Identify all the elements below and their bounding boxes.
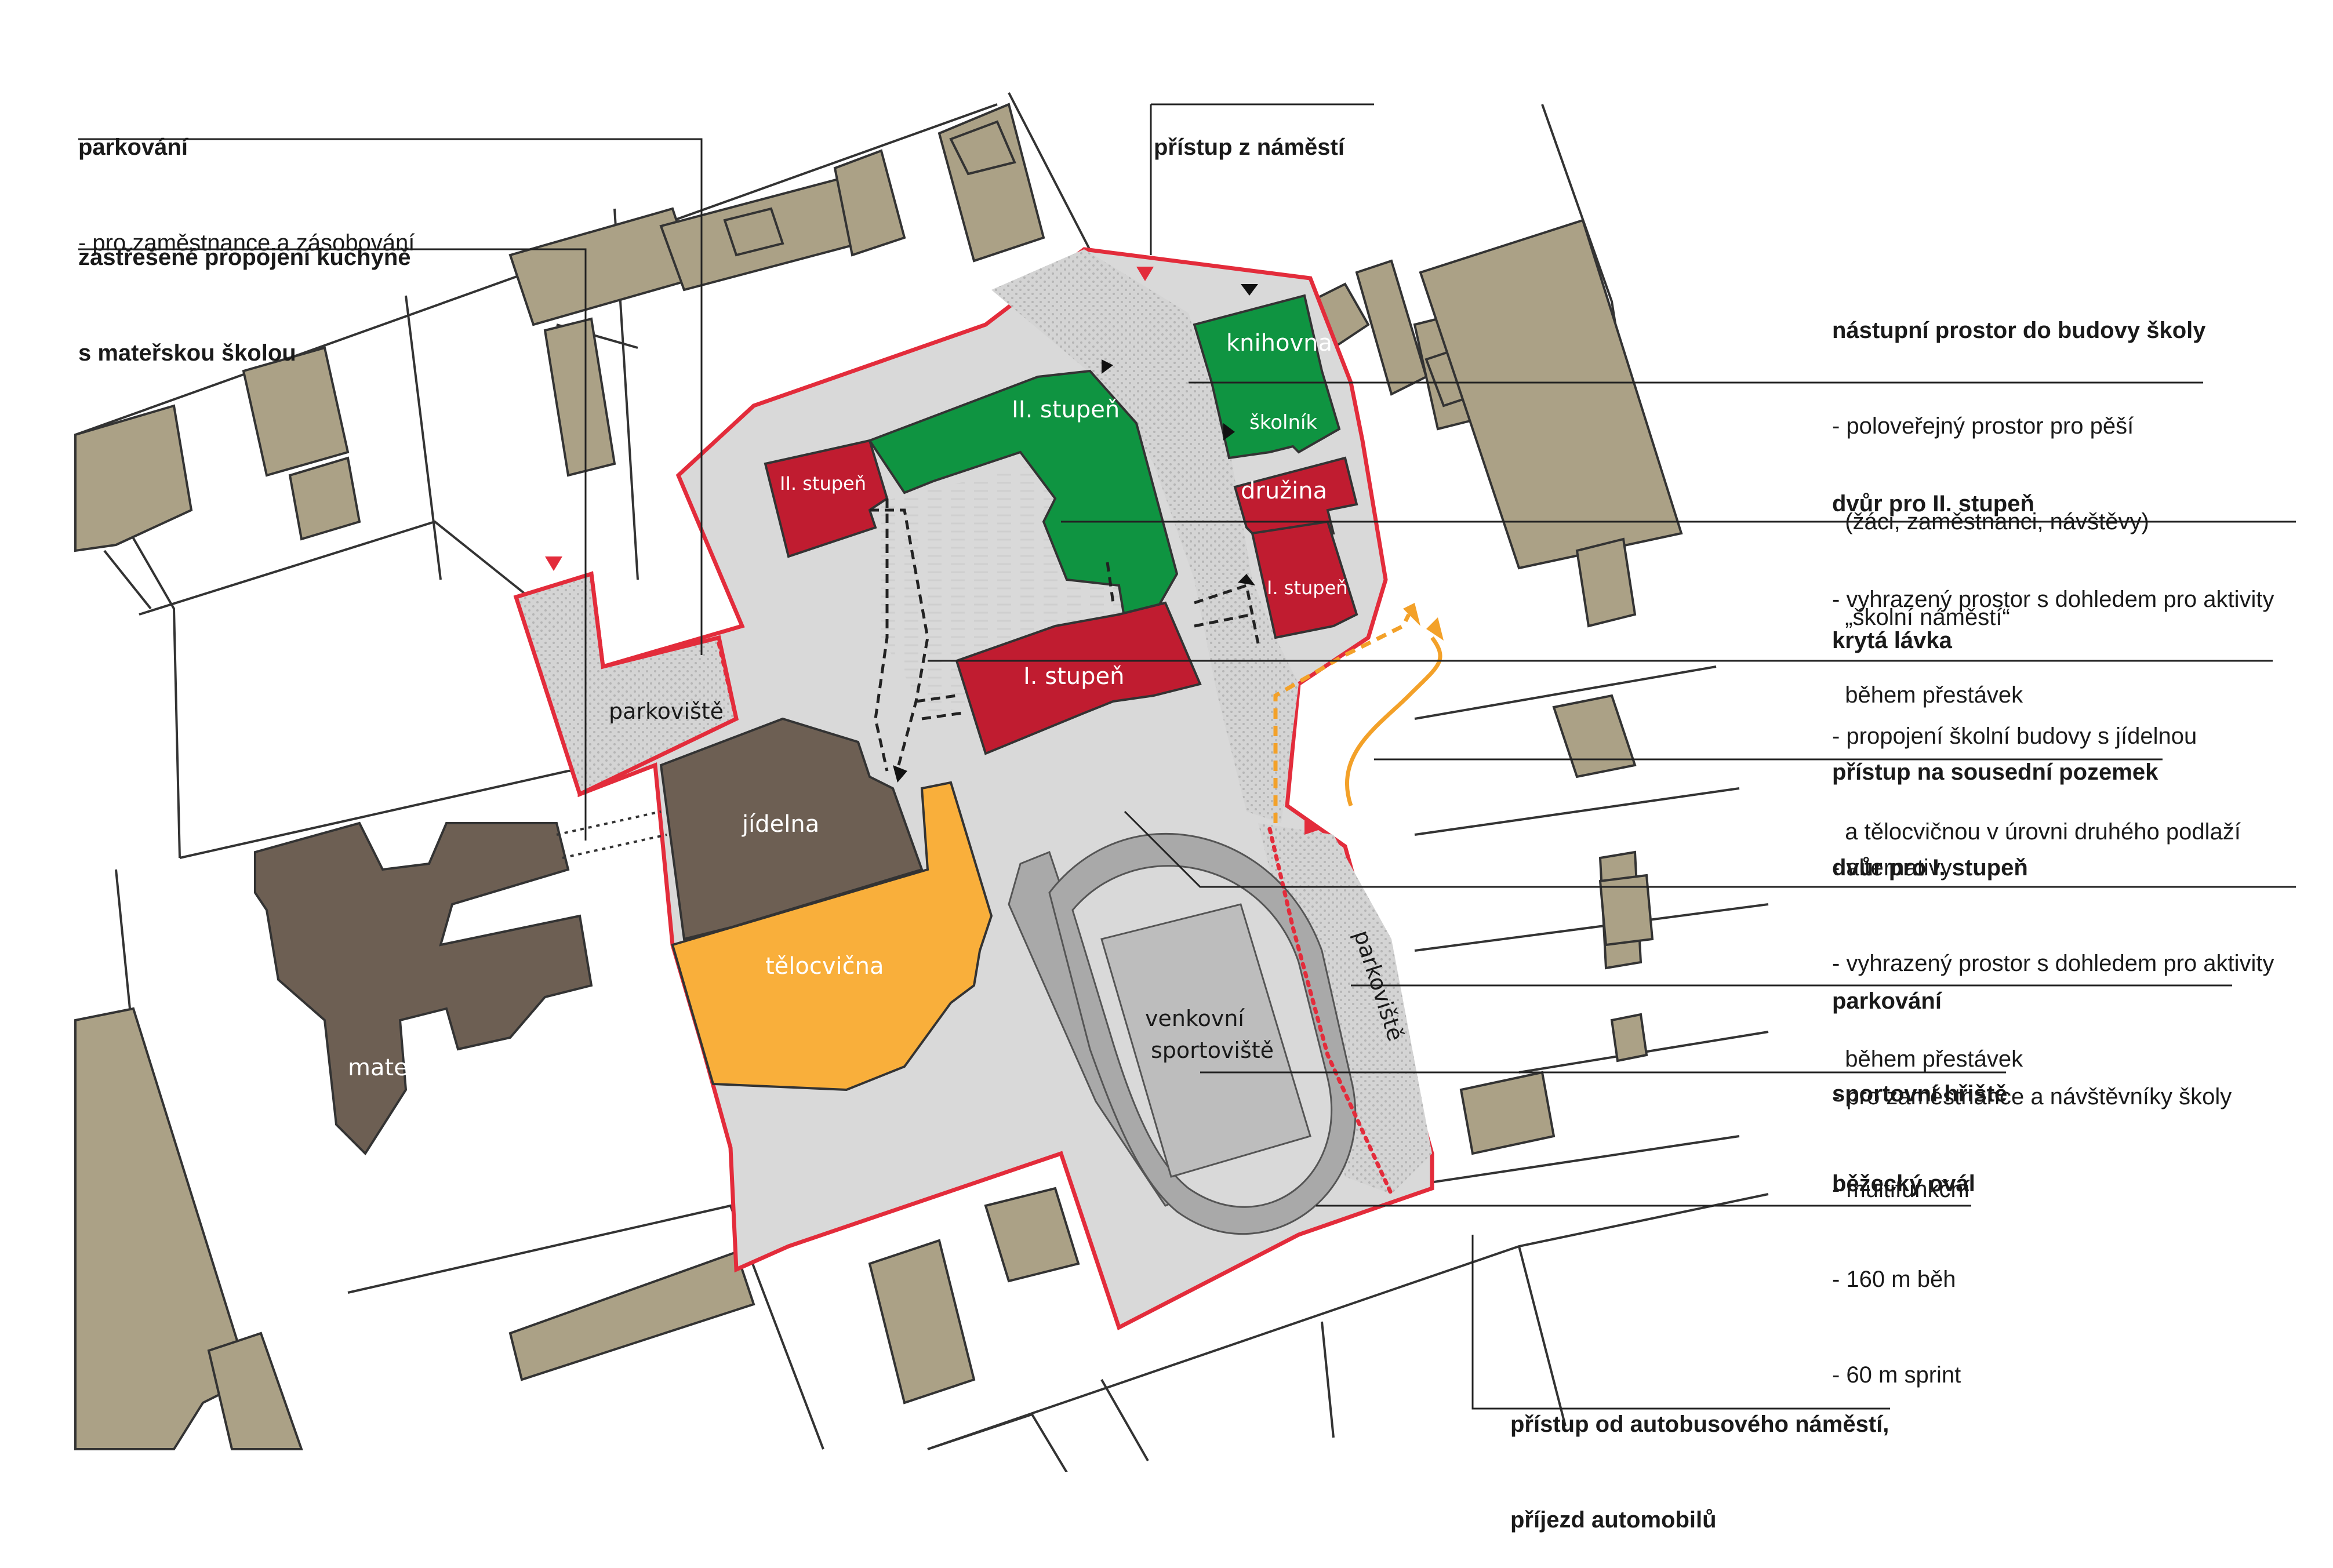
label-i-stupen-main: I. stupeň <box>1023 663 1124 690</box>
leader-lines <box>78 103 2296 1410</box>
annotation-bus-access: přístup od autobusového náměstí, příjezd… <box>1510 1345 1889 1568</box>
annotation-covered-link: zastřešené propojení kuchyně s mateřskou… <box>78 178 411 401</box>
annotation-yard-ii: dvůr pro II. stupeň - vyhrazený prostor … <box>1832 424 2274 743</box>
annotation-line: - 60 m sprint <box>1832 1362 1961 1388</box>
covered-walkway <box>870 499 1260 772</box>
annotation-line: - poloveřejný prostor pro pěší <box>1832 413 2134 439</box>
annotation-title: dvůr pro I. stupeň <box>1832 855 2028 881</box>
annotation-line: - vyhrazený prostor s dohledem pro aktiv… <box>1832 951 2274 976</box>
site-plan-map: knihovna školník družina II. stupeň II. … <box>74 92 2296 1472</box>
building-ii-stupen-green <box>867 369 1179 622</box>
arrow-heads <box>1403 603 1444 641</box>
annotation-entrance: nástupní prostor do budovy školy - polov… <box>1832 251 2206 665</box>
annotation-title-2: příjezd automobilů <box>1510 1507 1717 1533</box>
annotation-sports: sportovní hřiště - multifunkční <box>1832 1014 2007 1238</box>
label-skolnik: školník <box>1249 411 1317 434</box>
label-telocvicna: tělocvična <box>765 953 884 980</box>
annotation-line: - pro zaměstnance a zásobování <box>78 230 415 256</box>
label-jidelna: jídelna <box>742 811 819 838</box>
entry-markers <box>545 267 1322 835</box>
annotation-title: přístup na sousední pozemek <box>1832 759 2158 785</box>
annotation-title: nástupní prostor do budovy školy <box>1832 318 2206 343</box>
running-track <box>1008 832 1357 1235</box>
parking-left-area <box>513 571 739 797</box>
annotation-line: - 160 m běh <box>1832 1267 1956 1292</box>
parking-boundaries <box>717 641 1394 1196</box>
annotation-bridge: krytá lávka - propojení školní budovy s … <box>1832 561 2241 880</box>
annotation-title: běžecký ovál <box>1832 1171 1975 1196</box>
annotation-line: - alternativy <box>1832 855 1952 881</box>
label-sport-line1: venkovní <box>1145 1006 1245 1031</box>
annotation-line: - vyhrazený prostor s dohledem pro aktiv… <box>1832 587 2274 612</box>
annotation-line: během přestávek <box>1832 1046 2023 1072</box>
kindergarten-building <box>254 821 593 1156</box>
label-knihovna: knihovna <box>1226 330 1332 356</box>
annotation-line: - pro zaměstnance a návštěvníky školy <box>1832 1084 2232 1109</box>
kitchen-kindergarten-link <box>556 810 667 859</box>
canteen-building <box>659 717 924 941</box>
annotation-yard-i: dvůr pro I. stupeň - vyhrazený prostor s… <box>1832 788 2274 1107</box>
annotation-line: (žáci, zaměstnanci, návštěvy) <box>1832 509 2149 534</box>
sports-field <box>1100 903 1311 1178</box>
annotation-title: přístup od autobusového náměstí, <box>1510 1411 1889 1437</box>
annotation-title: parkování <box>1832 988 1942 1014</box>
building-i-stupen-main <box>955 601 1202 755</box>
annotation-title: sportovní hřiště <box>1832 1081 2008 1107</box>
annotation-title-2: s mateřskou školou <box>78 340 296 366</box>
label-materska-skola: mateřská škola <box>348 1054 524 1081</box>
surrounding-buildings <box>74 103 1683 1450</box>
annotation-line: během přestávek <box>1832 682 2023 708</box>
building-knihovna <box>1193 294 1341 460</box>
label-ii-stupen-green: II. stupeň <box>1012 396 1120 423</box>
neighbor-access-arrows <box>1273 613 1442 823</box>
gym-building <box>671 781 993 1092</box>
entrance-square <box>991 249 1299 823</box>
annotation-line: - propojení školní budovy s jídelnou <box>1832 723 2197 749</box>
entrance-arrows <box>893 284 1258 783</box>
annotation-title: parkování <box>78 134 188 160</box>
annotation-parking-right: parkování - pro zaměstnance a návštěvník… <box>1832 922 2232 1145</box>
label-druzina: družina <box>1241 478 1327 504</box>
annotation-line: - multifunkční <box>1832 1177 1970 1202</box>
label-parkoviste-left: parkoviště <box>609 698 724 724</box>
label-i-stupen-small: I. stupeň <box>1267 577 1348 599</box>
annotation-track: běžecký ovál - 160 m běh - 60 m sprint <box>1832 1104 1975 1423</box>
annotation-title: dvůr pro II. stupeň <box>1832 491 2034 516</box>
label-sport-line2: sportoviště <box>1151 1038 1274 1063</box>
annotation-line: „školní náměstí“ <box>1832 605 2010 630</box>
annotation-title: krytá lávka <box>1832 628 1952 653</box>
annotation-parking-top: parkování - pro zaměstnance a zásobování <box>78 68 415 291</box>
annotation-neighbor: přístup na sousední pozemek - alternativ… <box>1832 693 2158 916</box>
building-i-stupen-small <box>1251 520 1358 639</box>
annotation-line: a tělocvičnou v úrovni druhého podlaží <box>1832 819 2241 845</box>
annotation-access-square: přístup z náměstí <box>1154 68 1344 195</box>
annotation-title: zastřešené propojení kuchyně <box>78 245 411 270</box>
label-ii-stupen-red: II. stupeň <box>780 472 866 494</box>
annotation-title: přístup z náměstí <box>1154 134 1344 160</box>
